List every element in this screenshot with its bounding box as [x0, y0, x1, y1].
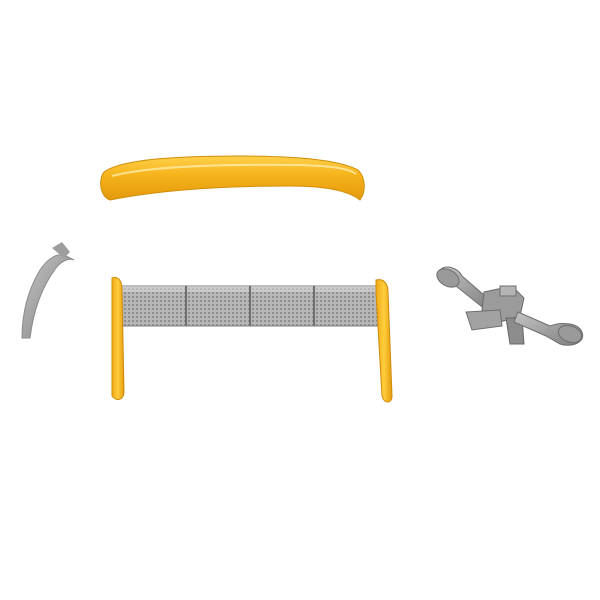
wing-mount-bracket: [436, 266, 584, 346]
wing-end-plate-right: [375, 279, 393, 403]
main-wing-assembly: [111, 277, 393, 403]
wing-end-plate-left: [111, 277, 125, 400]
curved-support-strut: [21, 242, 75, 339]
wing-top-blade: [100, 155, 365, 201]
wing-mesh-panel: [119, 285, 383, 327]
